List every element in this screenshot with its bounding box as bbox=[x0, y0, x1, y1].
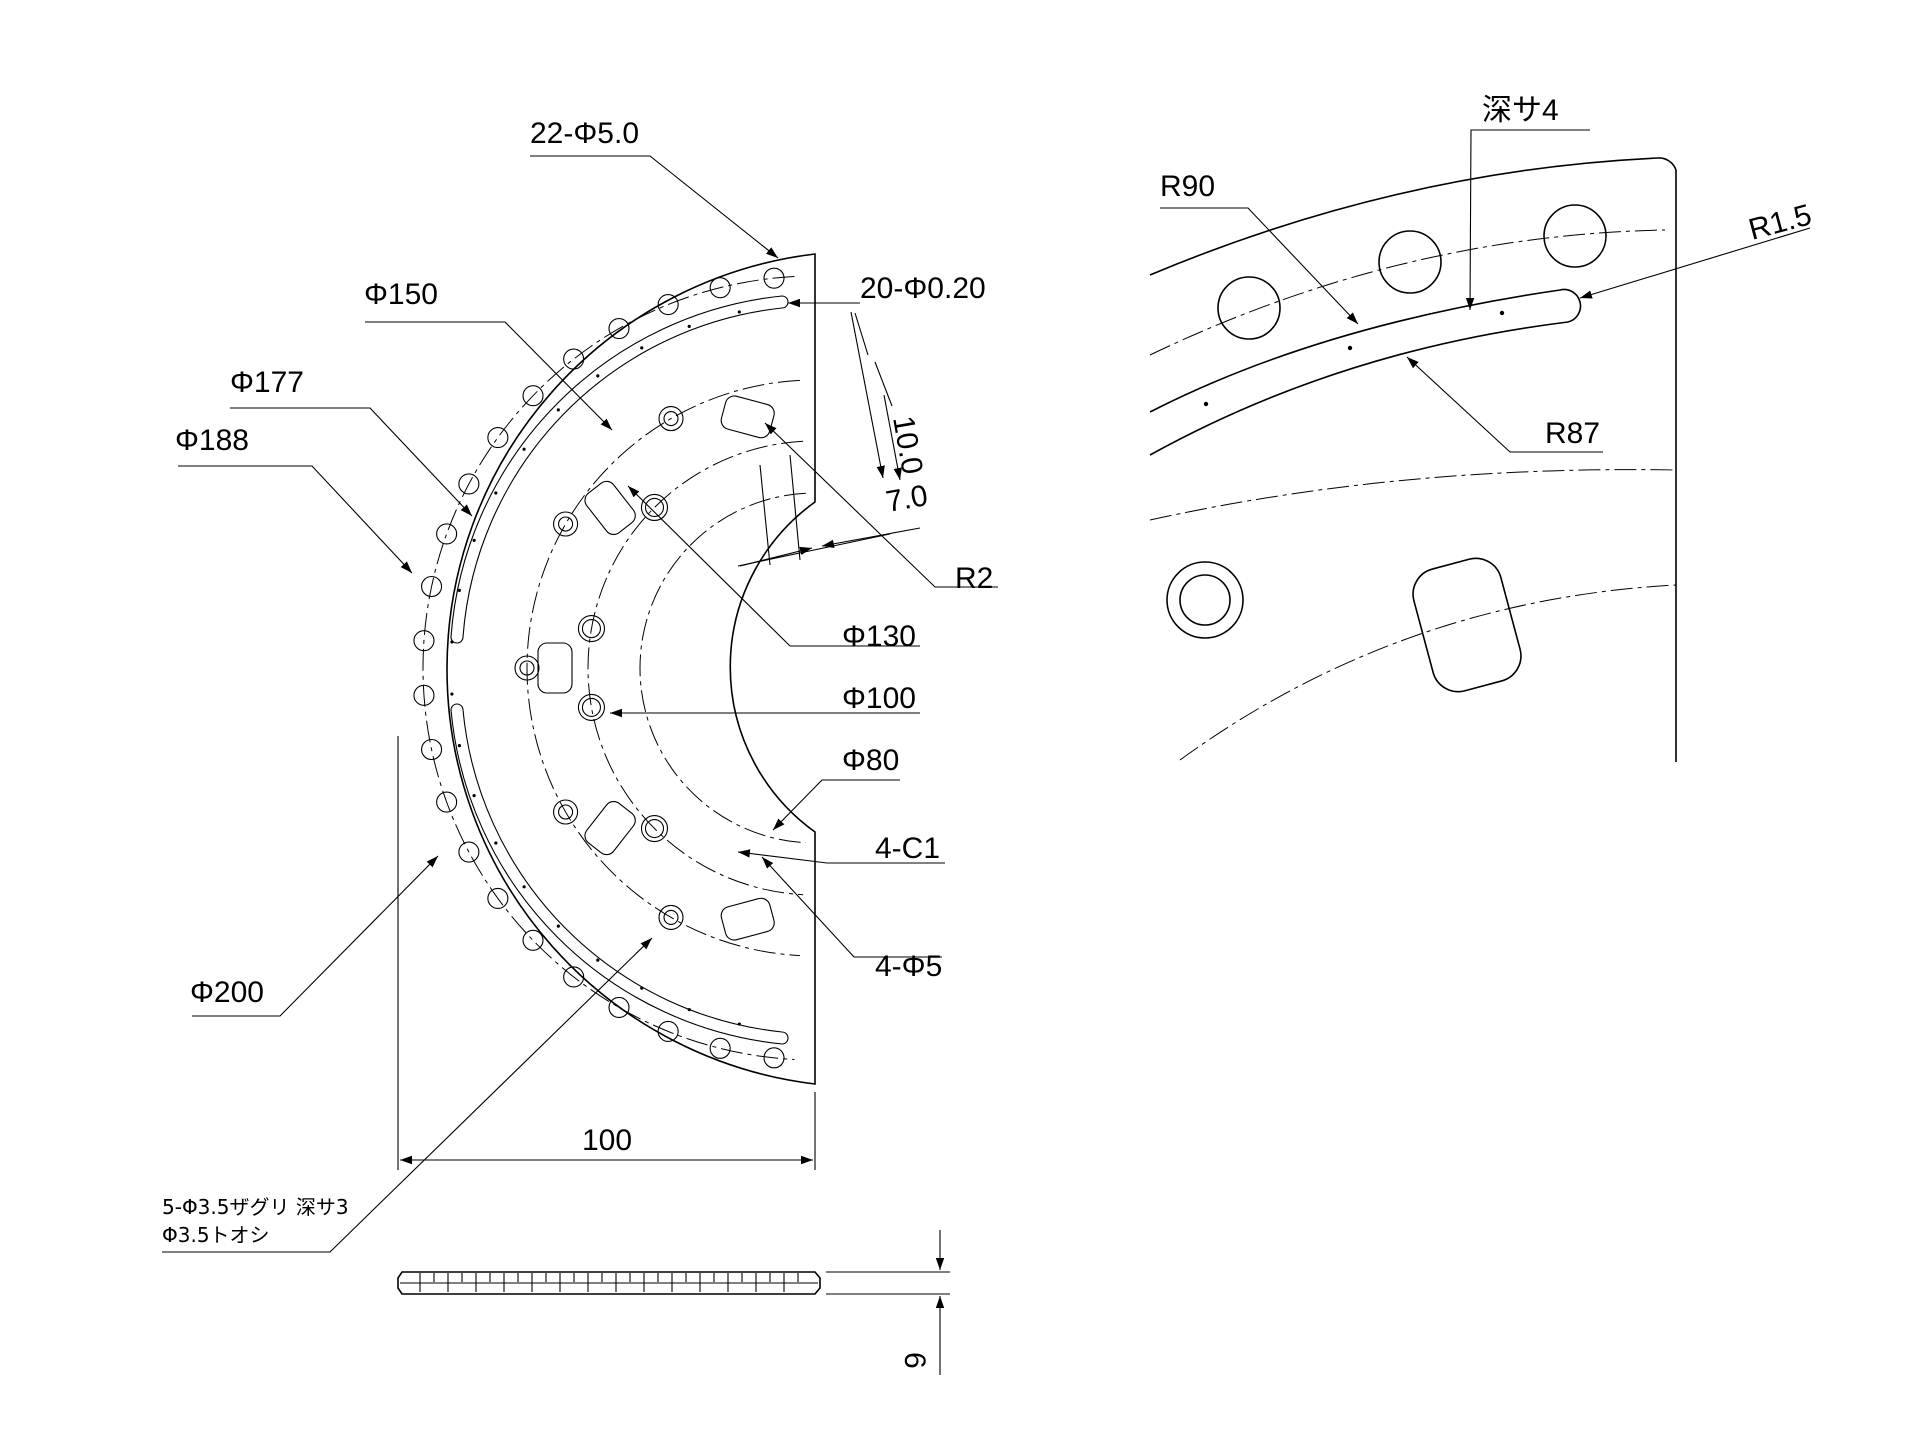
label-phi80: Φ80 bbox=[842, 744, 899, 777]
label-depth4: 深サ4 bbox=[1482, 94, 1559, 127]
micro-holes bbox=[450, 310, 741, 1026]
arc-slot-lower bbox=[450, 703, 789, 1045]
label-width-100: 100 bbox=[582, 1124, 632, 1157]
label-dim-10: 10.0 bbox=[886, 413, 929, 476]
label-r87: R87 bbox=[1545, 417, 1600, 450]
label-counterbore-1: 5-Φ3.5ザグリ 深サ3 bbox=[162, 1195, 349, 1219]
label-r90: R90 bbox=[1160, 170, 1215, 203]
label-counterbore-2: Φ3.5トオシ bbox=[162, 1223, 270, 1247]
label-r2: R2 bbox=[955, 562, 993, 595]
label-phi100: Φ100 bbox=[842, 682, 916, 715]
slot-dimension bbox=[737, 311, 921, 567]
label-grooves-20: 20-Φ0.20 bbox=[860, 272, 986, 305]
label-phi200: Φ200 bbox=[190, 976, 264, 1009]
detail-view: R90 深サ4 R1.5 R87 bbox=[1149, 94, 1815, 762]
label-phi188: Φ188 bbox=[175, 424, 249, 457]
width-dimension bbox=[397, 736, 816, 1170]
label-phi177: Φ177 bbox=[230, 366, 304, 399]
side-view: 6 bbox=[397, 1230, 950, 1375]
label-phi130: Φ130 bbox=[842, 620, 916, 653]
label-r15: R1.5 bbox=[1745, 198, 1815, 246]
center-lines bbox=[422, 276, 806, 1060]
label-thickness: 6 bbox=[898, 1352, 931, 1369]
plan-view: 22-Φ5.0 Φ150 Φ177 Φ188 20-Φ0.20 10.0 7.0… bbox=[162, 117, 998, 1253]
rounded-pockets bbox=[537, 395, 775, 941]
label-chamfer: 4-C1 bbox=[875, 832, 940, 865]
label-phi150: Φ150 bbox=[364, 278, 438, 311]
leaders bbox=[162, 155, 998, 1253]
arc-slot-upper bbox=[450, 295, 789, 644]
label-holes-22: 22-Φ5.0 bbox=[530, 117, 639, 150]
label-dim-7: 7.0 bbox=[883, 479, 930, 519]
label-holes-4: 4-Φ5 bbox=[875, 950, 942, 983]
part-outline bbox=[446, 253, 816, 1085]
hole-pattern bbox=[413, 267, 785, 1069]
